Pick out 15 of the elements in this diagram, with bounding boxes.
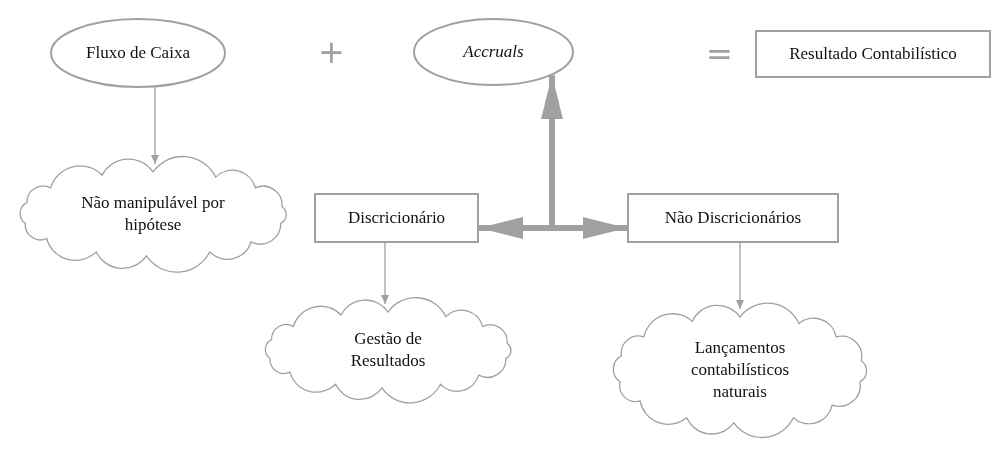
arrow	[479, 217, 627, 239]
node-label: Não Discricionários	[664, 206, 802, 229]
plus-sign: +	[318, 36, 345, 68]
arrow	[541, 75, 563, 228]
arrow	[381, 242, 389, 305]
equals-sign: =	[706, 38, 733, 70]
node-label: Discricionário	[347, 206, 446, 229]
node-label: Lançamentos contabilísticos naturais	[689, 336, 791, 404]
arrow	[151, 86, 159, 165]
node-label: Accruals	[463, 40, 524, 63]
node-label: Não manipulável por hipótese	[80, 191, 226, 236]
node-label: Resultado Contabilístico	[789, 42, 957, 65]
node-label: Fluxo de Caixa	[86, 41, 190, 64]
arrow	[736, 242, 744, 310]
node-label: Gestão de Resultados	[349, 327, 427, 372]
